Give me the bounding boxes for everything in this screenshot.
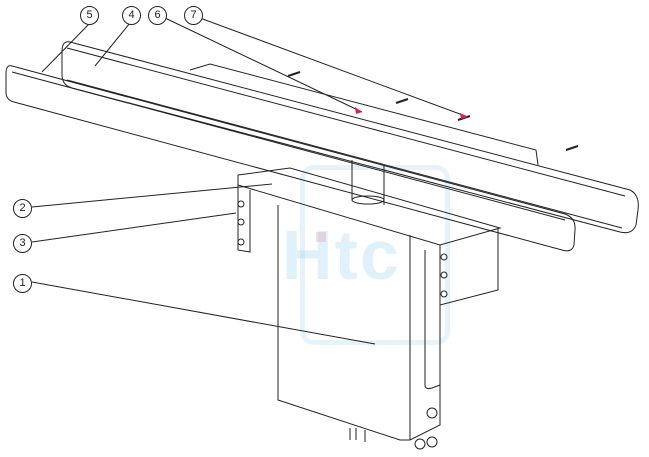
arrowhead-6 (355, 107, 362, 114)
callout-2: 2 (13, 199, 32, 218)
screws (287, 71, 579, 151)
callout-1: 1 (13, 274, 32, 293)
main-box-1 (277, 205, 441, 441)
watermark-logo: Htc (282, 216, 401, 294)
rail-4 (61, 41, 639, 234)
watermark-dot (316, 232, 326, 242)
callout-6: 6 (148, 6, 167, 25)
arrowhead-7 (460, 113, 468, 119)
callout-3: 3 (13, 234, 32, 253)
rail-5 (5, 65, 576, 252)
bracket-2 (237, 167, 502, 246)
callout-5: 5 (80, 6, 99, 25)
callout-4: 4 (122, 6, 141, 25)
callout-7: 7 (184, 6, 203, 25)
